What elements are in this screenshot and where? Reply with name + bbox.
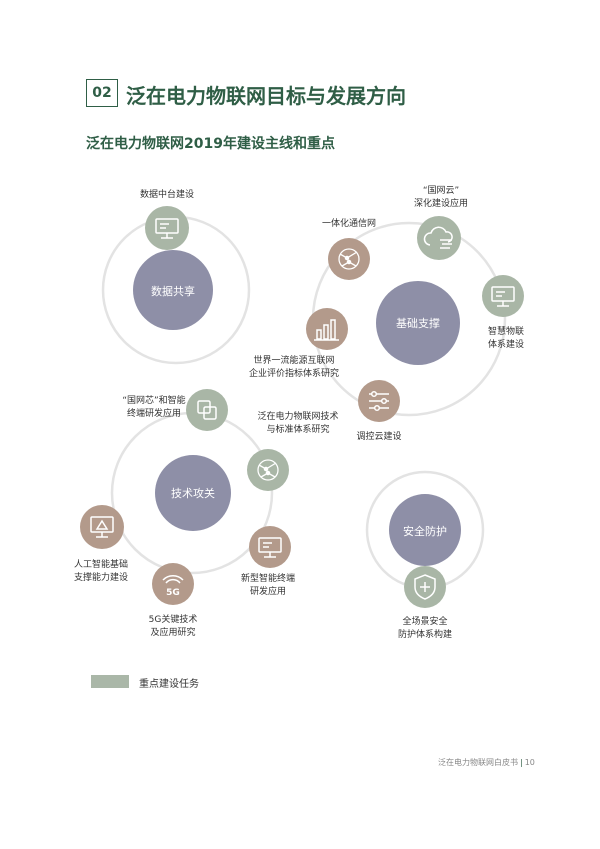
section-number: 02	[92, 85, 112, 101]
node-iot-standards	[247, 449, 289, 491]
hub-data-sharing-label: 数据共享	[151, 284, 195, 298]
hub-infrastructure: 基础支撑	[376, 281, 460, 365]
node-state-grid-cloud	[417, 216, 461, 260]
label-new-terminal-line2: 研发应用	[250, 585, 286, 597]
label-sgcloud-line1: “国网云”	[423, 185, 459, 196]
legend-swatch	[91, 675, 129, 688]
label-5g-line2: 及应用研究	[150, 626, 195, 638]
label-ai-line2: 支撑能力建设	[74, 571, 128, 583]
node-integrated-network	[328, 238, 370, 280]
label-ai-line1: 人工智能基础	[74, 558, 128, 570]
label-chip-line2: 终端研发应用	[127, 407, 181, 419]
node-5g: 5G	[152, 563, 194, 605]
node-new-terminal	[249, 526, 291, 568]
footer: 泛在电力物联网白皮书|10	[438, 757, 535, 768]
label-data-center: 数据中台建设	[140, 188, 194, 200]
page-number: 10	[524, 758, 535, 767]
bar-chart-icon	[314, 319, 339, 341]
label-iot-standards-line2: 与标准体系研究	[266, 423, 329, 435]
copy-squares-icon	[197, 400, 217, 420]
sliders-icon	[369, 390, 389, 412]
node-all-scene-security	[404, 566, 446, 608]
5g-icon-text: 5G	[166, 588, 180, 598]
network-globe-icon	[338, 248, 360, 270]
node-energy-evaluation	[306, 308, 348, 350]
label-all-scene-line1: 全场景安全	[402, 615, 447, 627]
hub-data-sharing: 数据共享	[133, 250, 213, 330]
hub-tech-breakthrough-label: 技术攻关	[171, 486, 215, 500]
node-cloud-control	[358, 380, 400, 422]
monitor-icon	[155, 218, 179, 239]
node-smart-iot	[482, 275, 524, 317]
label-integrated-network: 一体化通信网	[322, 217, 376, 229]
monitor-icon	[491, 286, 515, 307]
section-title: 泛在电力物联网目标与发展方向	[126, 84, 406, 108]
label-sgcloud-line2: 深化建设应用	[414, 197, 468, 209]
label-cloud-control: 调控云建设	[356, 430, 401, 442]
node-data-center	[145, 206, 189, 250]
cloud-icon	[423, 226, 453, 249]
footer-divider: |	[520, 758, 523, 767]
node-ai	[80, 505, 124, 549]
label-5g-line1: 5G关键技术	[149, 613, 198, 625]
network-globe-icon	[257, 459, 279, 481]
hub-infrastructure-label: 基础支撑	[396, 316, 440, 330]
ai-monitor-icon	[90, 516, 114, 538]
shield-icon	[414, 574, 436, 600]
wifi-icon	[162, 575, 184, 584]
monitor-icon	[258, 537, 282, 558]
node-chip	[186, 389, 228, 431]
diagram-title: 泛在电力物联网2019年建设主线和重点	[86, 136, 335, 152]
label-smart-iot-line2: 体系建设	[488, 338, 524, 350]
footer-doc-title: 泛在电力物联网白皮书	[438, 758, 518, 767]
hub-security-label: 安全防护	[403, 524, 447, 538]
label-smart-iot-line1: 智慧物联	[488, 325, 524, 337]
hub-tech-breakthrough: 技术攻关	[155, 455, 231, 531]
label-all-scene-line2: 防护体系构建	[398, 628, 452, 640]
label-energy-eval-line1: 世界一流能源互联网	[253, 354, 334, 366]
label-chip-line1: “国网芯”和智能	[122, 394, 185, 406]
section-number-badge: 02	[86, 79, 118, 107]
hub-security: 安全防护	[389, 494, 461, 566]
label-iot-standards-line1: 泛在电力物联网技术	[257, 410, 338, 422]
label-energy-eval-line2: 企业评价指标体系研究	[249, 367, 339, 379]
legend-label: 重点建设任务	[139, 679, 199, 690]
label-new-terminal-line1: 新型智能终端	[241, 572, 295, 584]
